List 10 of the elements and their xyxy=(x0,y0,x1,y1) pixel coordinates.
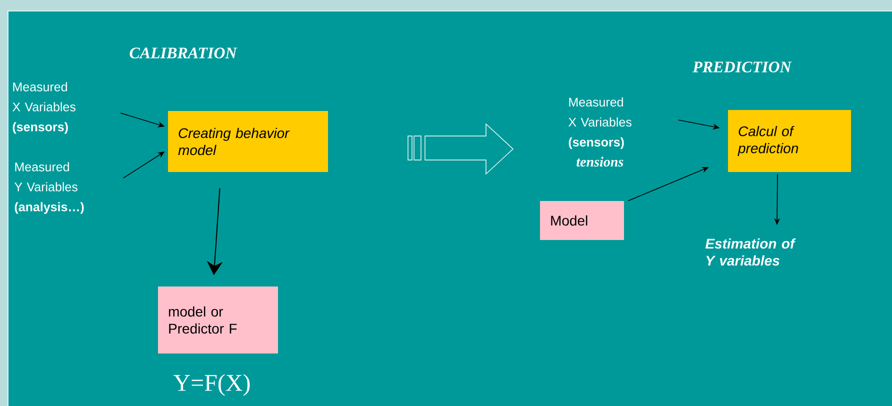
process-box: Creating behavior model xyxy=(168,111,328,172)
model-box: Model xyxy=(540,200,624,240)
section-heading: PREDICTION xyxy=(692,62,792,72)
model-box: model or Predictor F xyxy=(158,286,278,354)
process-box: Calcul of prediction xyxy=(728,110,851,172)
variable-label: Measured Y Variables (analysis…) xyxy=(14,162,84,214)
section-heading: CALIBRATION xyxy=(130,48,238,58)
variable-label: Estimation of Y variables xyxy=(705,238,796,266)
variable-label: Measured X Variables (sensors) xyxy=(12,82,76,134)
variable-label: Measured X Variables (sensors) tensions xyxy=(568,97,632,167)
